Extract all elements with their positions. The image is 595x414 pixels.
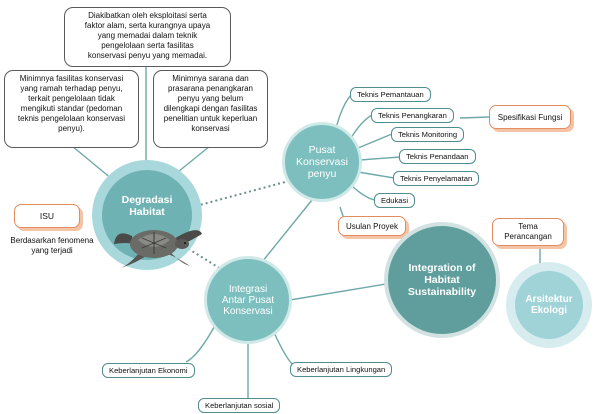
branch-ekonomi-text: Keberlanjutan Ekonomi — [109, 366, 188, 375]
node-pusat-label: Pusat Konservasi penyu — [296, 144, 348, 180]
callout-usulan-text: Usulan Proyek — [345, 221, 399, 231]
note-exploitation-text: Diakibatkan oleh eksploitasi serta fakto… — [84, 11, 211, 60]
node-arsitektur-ekologi: Arsitektur Ekologi — [515, 271, 583, 339]
branch-edukasi-text: Edukasi — [381, 196, 409, 205]
node-pusat-konservasi: Pusat Konservasi penyu — [282, 122, 362, 202]
branch-penangkaran-text: Teknis Penangkaran — [378, 111, 447, 120]
branch-ekonomi: Keberlanjutan Ekonomi — [102, 363, 195, 378]
branch-edukasi: Edukasi — [374, 193, 416, 208]
branch-monitoring: Teknis Monitoring — [391, 127, 465, 142]
node-degradasi-label: Degradasi Habitat — [121, 194, 173, 218]
branch-penandaan: Teknis Penandaan — [399, 149, 476, 164]
node-integrasi: Integrasi Antar Pusat Konservasi — [204, 256, 292, 344]
branch-lingkungan: Keberlanjutan Lingkungan — [290, 362, 393, 377]
node-arsitektur-label: Arsitektur Ekologi — [525, 294, 573, 316]
link-degradasi-pusat — [195, 177, 301, 207]
note-exploitation: Diakibatkan oleh eksploitasi serta fakto… — [64, 7, 231, 67]
link-monitoring — [357, 133, 393, 149]
branch-sosial: Keberlanjutan sosial — [198, 398, 281, 413]
callout-spesifikasi-text: Spesifikasi Fungsi — [497, 112, 563, 122]
branch-sosial-text: Keberlanjutan sosial — [205, 401, 274, 410]
callout-isu: ISU — [14, 204, 80, 228]
branch-pemantauan: Teknis Pemantauan — [350, 87, 431, 102]
branch-monitoring-text: Teknis Monitoring — [398, 130, 458, 139]
callout-tema: Tema Perancangan — [492, 218, 564, 246]
note-infrastructure: Minimnya sarana dan prasarana penangkara… — [153, 70, 268, 148]
link-spesifikasi — [459, 116, 491, 119]
branch-penangkaran: Teknis Penangkaran — [371, 108, 454, 123]
callout-tema-text: Tema Perancangan — [504, 222, 552, 241]
link-pusat-integrasi — [261, 199, 313, 263]
branch-penyelamatan-text: Teknis Penyelamatan — [400, 174, 473, 183]
link-penandaan — [359, 156, 401, 161]
branch-lingkungan-text: Keberlanjutan Lingkungan — [297, 365, 386, 374]
branch-pemantauan-text: Teknis Pemantauan — [357, 90, 424, 99]
branch-penyelamatan: Teknis Penyelamatan — [393, 171, 480, 186]
branch-penandaan-text: Teknis Penandaan — [406, 152, 469, 161]
link-integrasi-integration — [289, 283, 387, 301]
callout-spesifikasi: Spesifikasi Fungsi — [489, 105, 571, 129]
note-infrastructure-text: Minimnya sarana dan prasarana penangkara… — [163, 74, 258, 133]
note-facilities: Minimnya fasilitas konservasi yang ramah… — [4, 70, 139, 148]
node-integration-label: Integration of Habitat Sustainability — [407, 262, 477, 298]
note-facilities-text: Minimnya fasilitas konservasi yang ramah… — [17, 74, 126, 133]
caption-phenomenon: Berdasarkan fenomena yang terjadi — [10, 236, 94, 255]
turtle-icon — [114, 230, 202, 268]
link-penyelamatan — [357, 171, 395, 179]
callout-isu-text: ISU — [39, 211, 55, 221]
node-integration-habitat: Integration of Habitat Sustainability — [384, 222, 500, 338]
callout-usulan: Usulan Proyek — [338, 216, 406, 236]
node-integrasi-label: Integrasi Antar Pusat Konservasi — [221, 283, 275, 317]
